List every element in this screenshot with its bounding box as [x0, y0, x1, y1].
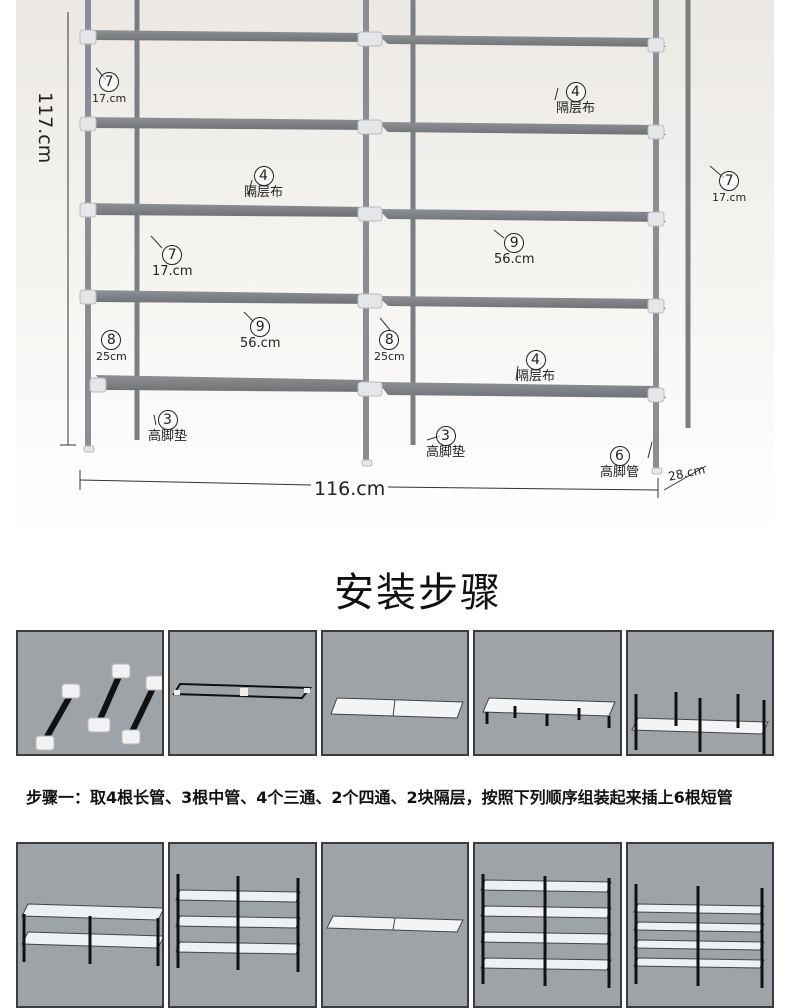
shelf-with-tall-poles-illustration — [630, 692, 769, 754]
shelf-boards — [84, 30, 666, 398]
step-image — [473, 842, 622, 1008]
step-image — [473, 630, 622, 756]
step-image — [320, 630, 470, 756]
step-image — [16, 842, 165, 1008]
section-title: 安装步骤 — [334, 570, 502, 616]
three-tier-illustration — [175, 874, 302, 972]
step-image — [625, 842, 775, 1008]
width-dimension: 116.cm — [314, 478, 386, 500]
connector-parts-illustration — [35, 663, 163, 751]
two-tier-illustration — [21, 903, 163, 966]
step-image — [168, 842, 317, 1008]
shoe-rack-drawing — [60, 0, 725, 498]
five-tier-illustration — [632, 884, 765, 988]
step-one-caption: 步骤一：取4根长管、3根中管、4个三通、2个四通、2块隔层，按照下列顺序组装起来… — [26, 788, 733, 807]
step-image — [320, 842, 470, 1008]
frame-illustration — [172, 682, 313, 700]
step-image — [16, 630, 165, 756]
step-image — [625, 630, 775, 756]
four-tier-illustration — [480, 874, 612, 988]
shelf-illustration — [330, 697, 464, 719]
single-shelf-illustration — [326, 915, 464, 933]
step-image — [168, 630, 317, 756]
shelf-with-poles-illustration — [482, 697, 616, 728]
height-dimension: 117.cm — [34, 92, 56, 164]
step-images-row-2 — [16, 842, 775, 1008]
step-images-row-1 — [16, 630, 775, 756]
